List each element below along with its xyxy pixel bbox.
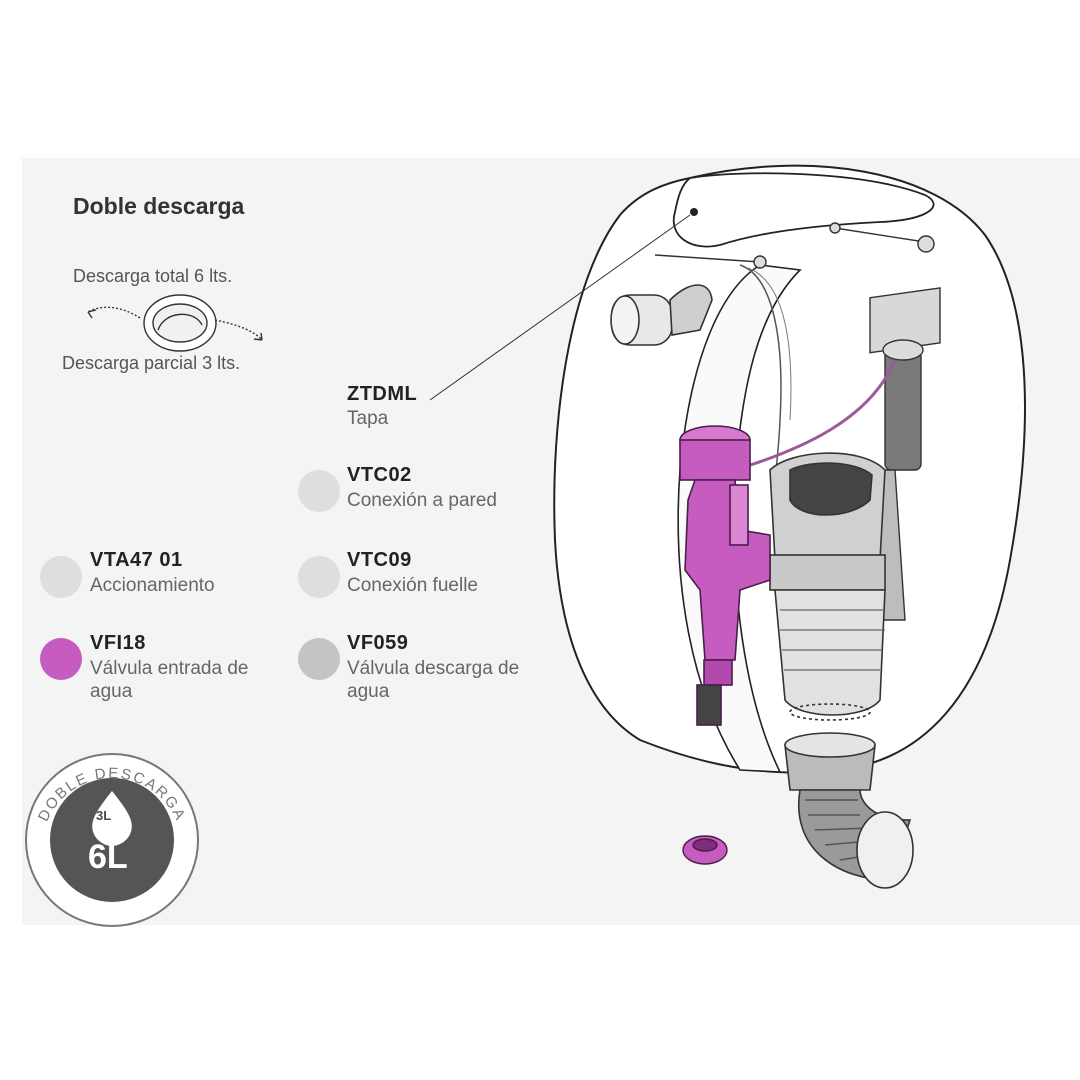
part-name-ztdml: Tapa [347, 408, 389, 429]
fill-valve [679, 425, 771, 726]
overflow-tube [869, 287, 941, 621]
legend-partial: Descarga parcial 3 lts. [62, 353, 241, 373]
badge-ring-text: DOBLE DESCARGA [35, 765, 189, 824]
part-code-vta4701: VTA47 01 [90, 549, 183, 571]
part-name-vf059: Válvula descarga de agua [347, 658, 520, 702]
part-code-ztdml: ZTDML [347, 383, 418, 405]
wall-screws [654, 222, 935, 269]
part-name-vfi18: Válvula entrada de agua [90, 658, 249, 702]
outlet-elbow [784, 732, 914, 889]
part-code-vtc02: VTC02 [347, 464, 412, 486]
part-dot-vf059 [298, 638, 340, 680]
part-dot-vtc09 [298, 556, 340, 598]
part-dot-vta4701 [40, 556, 82, 598]
flush-button-diagram [87, 294, 263, 352]
part-name-vtc09: Conexión fuelle [347, 575, 478, 596]
pink-gasket [682, 835, 728, 865]
diagram-title: Doble descarga [73, 193, 245, 219]
badge-large-volume: 6L [88, 838, 128, 876]
part-code-vfi18: VFI18 [90, 632, 146, 654]
push-button-mechanism [610, 284, 713, 346]
part-dot-vtc02 [298, 470, 340, 512]
part-name-vtc02: Conexión a pared [347, 490, 497, 511]
arrow-total [87, 306, 141, 319]
part-dot-vfi18 [40, 638, 82, 680]
arrow-partial [214, 319, 263, 341]
badge-small-volume: 3L [96, 808, 112, 823]
part-name-vta4701: Accionamiento [90, 575, 215, 596]
refill-tube [734, 359, 897, 472]
lid-dot [690, 208, 698, 216]
part-code-vf059: VF059 [347, 632, 409, 654]
legend-total: Descarga total 6 lts. [73, 266, 233, 286]
part-code-vtc09: VTC09 [347, 549, 412, 571]
actuator-cable-2 [747, 267, 792, 421]
svg-text:DOBLE DESCARGA: DOBLE DESCARGA [35, 765, 189, 824]
lid [672, 172, 935, 248]
flush-valve [769, 452, 886, 721]
pointer-line [429, 214, 691, 401]
badge-graphic [25, 753, 199, 927]
